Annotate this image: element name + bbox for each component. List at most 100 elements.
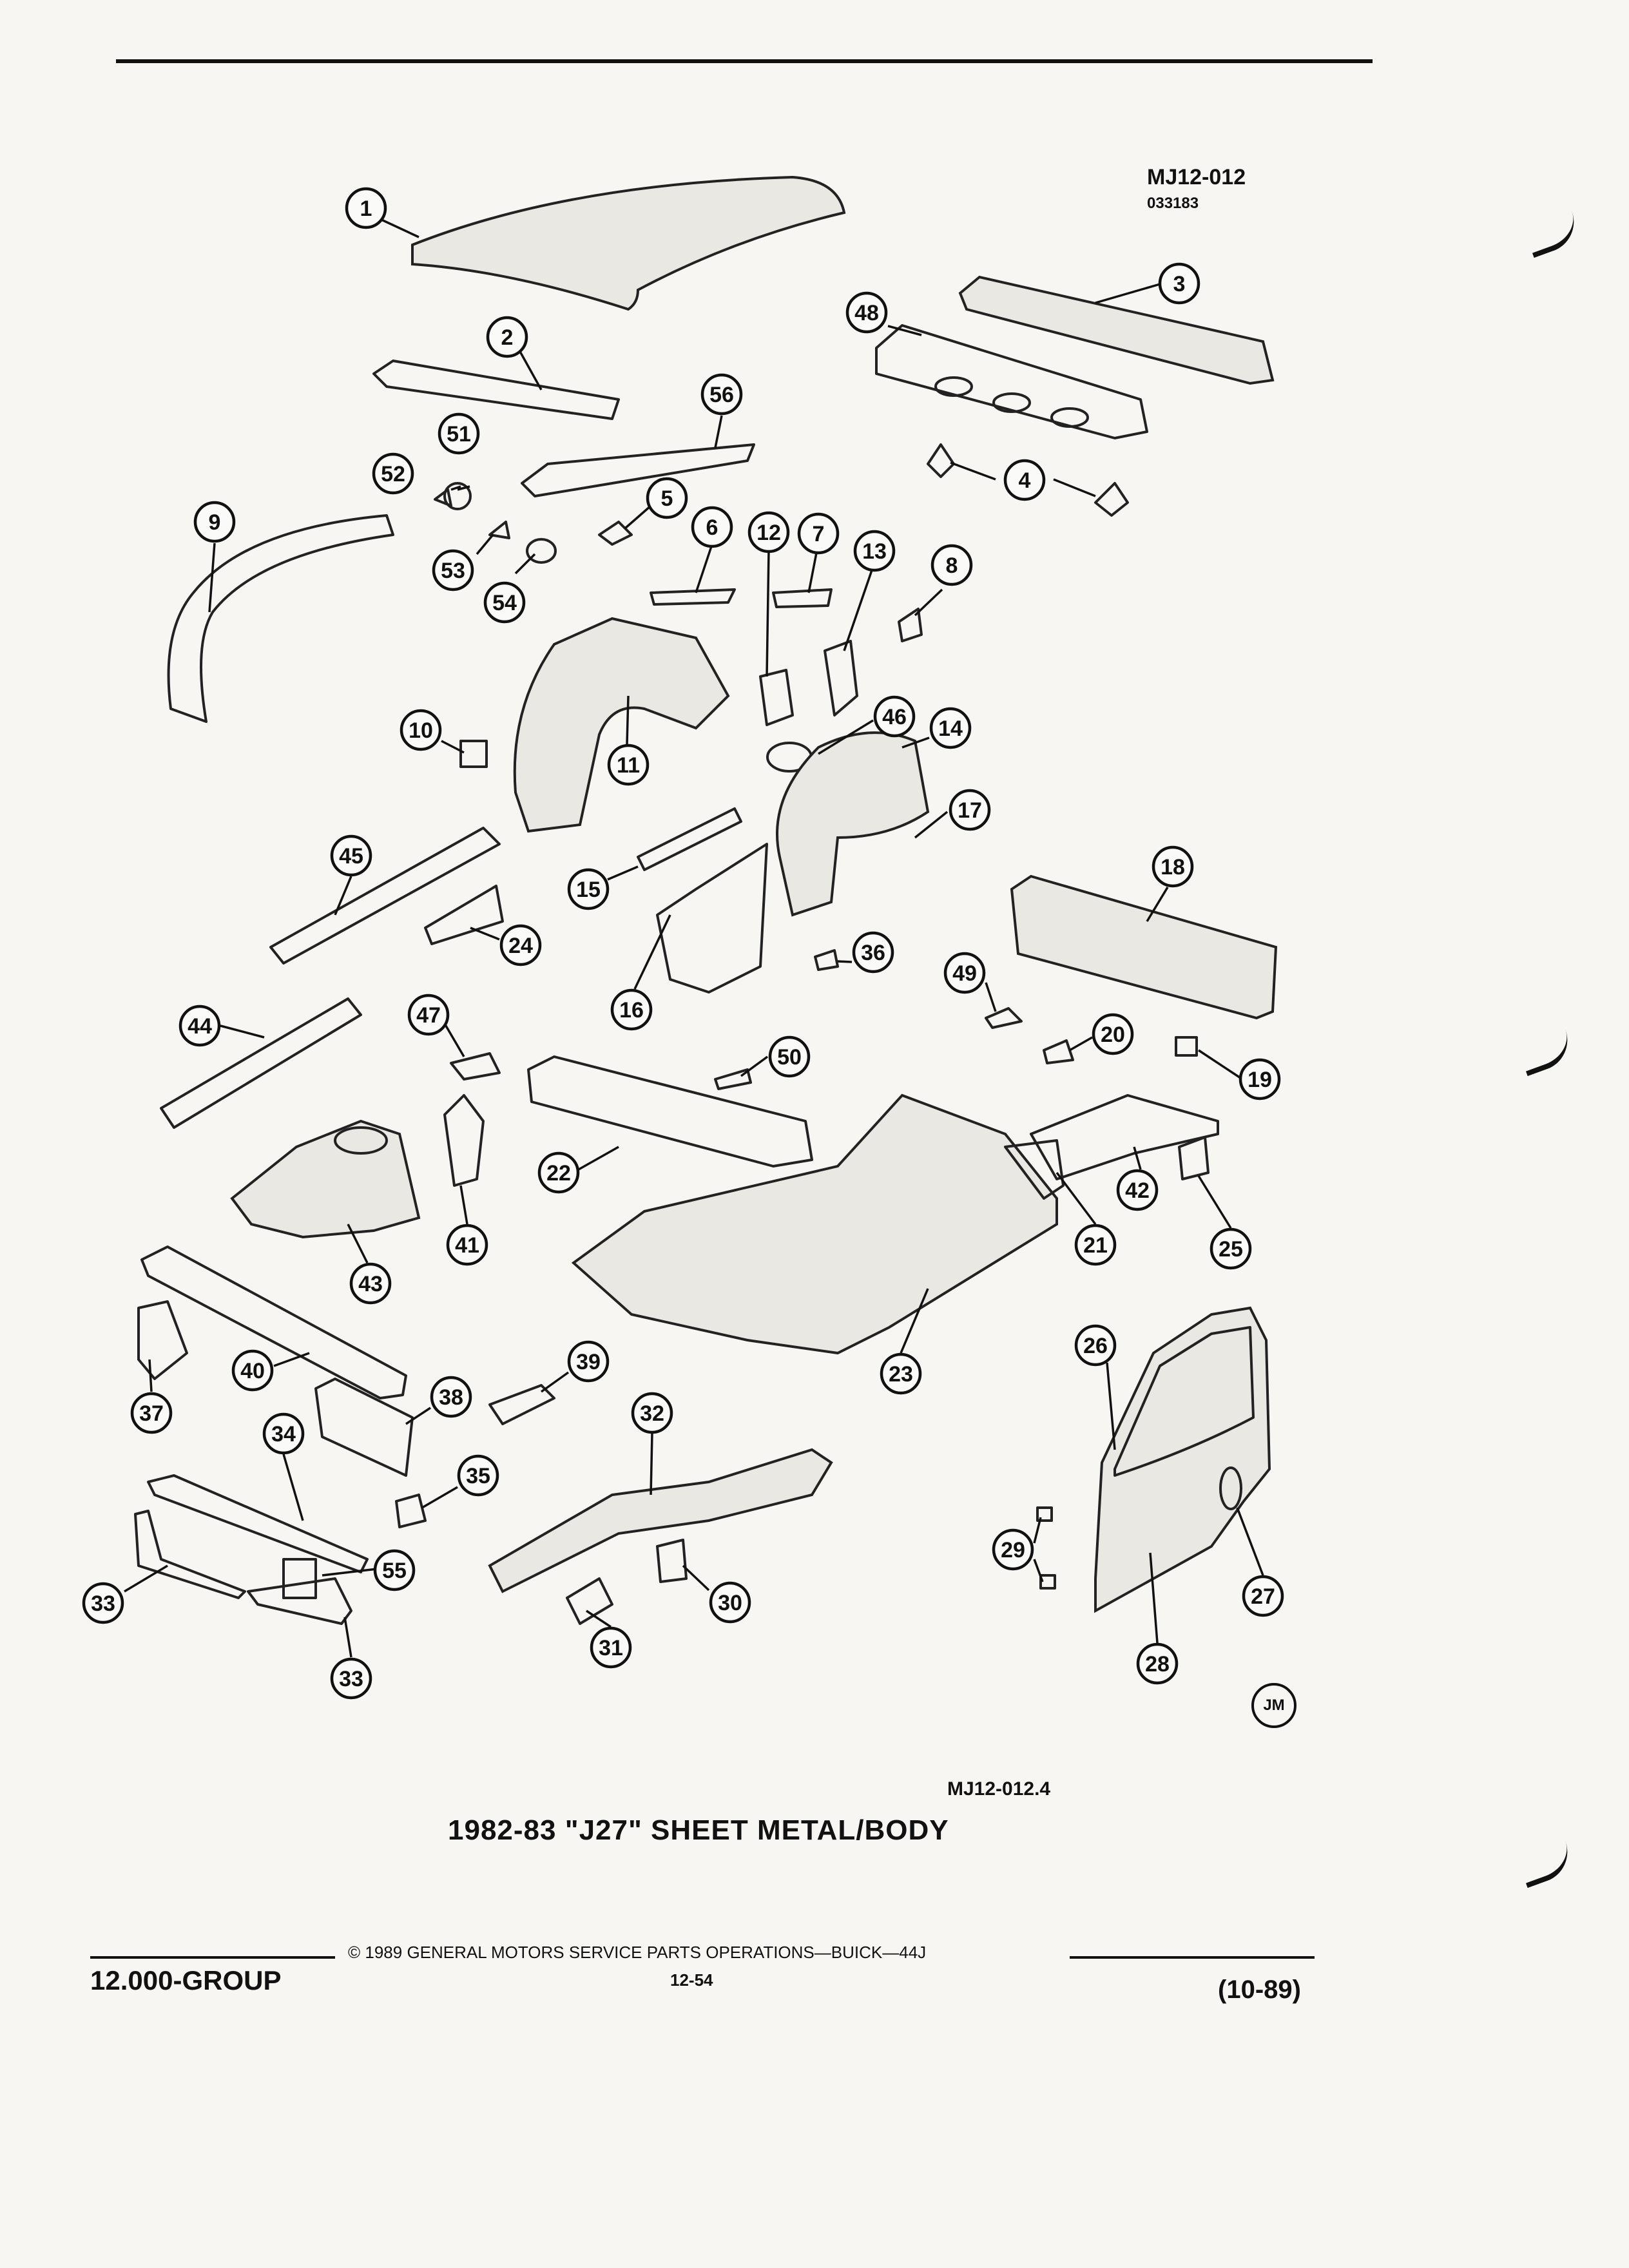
callout-55: 55: [373, 1549, 416, 1591]
callout-label: 36: [861, 941, 885, 965]
callout-label: 17: [958, 798, 982, 823]
part-33-bumper-support-left: [134, 1510, 246, 1599]
callout-37: 37: [130, 1392, 173, 1434]
figure-caption: 1982-83 "J27" SHEET METAL/BODY: [448, 1814, 949, 1846]
callout-3: 3: [1158, 262, 1200, 305]
part-13-bracket: [824, 640, 858, 716]
callout-2: 2: [486, 316, 528, 358]
callout-11: 11: [607, 744, 650, 786]
top-rule: [116, 59, 1373, 63]
callout-label: 33: [91, 1591, 115, 1616]
part-14-17-wheelhouse: [776, 731, 930, 917]
callout-label: 5: [661, 486, 673, 511]
callout-label: 12: [757, 521, 781, 545]
callouts: 1 2 3 4 5 6 7 8 9 10 11 12 13 14 15 16 1…: [82, 187, 1284, 1700]
callout-label: 27: [1251, 1584, 1275, 1609]
callout-label: 26: [1083, 1334, 1108, 1358]
callout-52: 52: [372, 452, 414, 495]
footer-group: 12.000-GROUP: [90, 1965, 282, 1995]
callout-43: 43: [349, 1262, 392, 1305]
callout-label: 21: [1083, 1233, 1108, 1258]
callout-20: 20: [1092, 1013, 1134, 1055]
part-26-28-door: [1094, 1306, 1271, 1613]
callout-13: 13: [853, 530, 896, 572]
part-4-deck-hinge-left: [927, 443, 955, 478]
part-20-bracket: [1043, 1039, 1074, 1064]
figure-subcode-header: 033183: [1147, 195, 1199, 212]
callout-label: 34: [271, 1422, 296, 1446]
part-36-bracket: [814, 949, 839, 971]
callout-label: 35: [466, 1464, 490, 1488]
callout-54: 54: [483, 581, 526, 624]
callout-28: 28: [1136, 1642, 1179, 1685]
callout-label: 41: [455, 1233, 479, 1258]
footer-rule-right: [1070, 1956, 1315, 1959]
callout-label: 7: [813, 522, 825, 546]
part-31-bracket: [566, 1577, 613, 1625]
callout-label: 28: [1145, 1652, 1170, 1677]
callout-18: 18: [1152, 845, 1194, 888]
callout-label: 52: [381, 462, 405, 486]
callout-label: 47: [416, 1003, 441, 1028]
callout-25: 25: [1210, 1227, 1252, 1270]
callout-39: 39: [567, 1340, 610, 1383]
callout-label: 53: [441, 559, 465, 583]
callout-label: 8: [946, 553, 958, 578]
callout-label: 33: [339, 1667, 363, 1691]
callout-label: 45: [339, 844, 363, 869]
callout-label: 20: [1101, 1023, 1125, 1047]
part-16-inner-panel: [656, 843, 768, 994]
callout-8: 8: [930, 544, 973, 586]
part-10-bracket: [459, 740, 488, 768]
callout-30: 30: [709, 1581, 751, 1624]
part-2-roof-bow: [372, 360, 620, 420]
callout-53: 53: [432, 549, 474, 591]
callout-label: 39: [576, 1350, 601, 1374]
callout-56: 56: [700, 373, 743, 416]
part-29-clip-upper: [1036, 1506, 1053, 1522]
part-49-bracket: [985, 1007, 1023, 1029]
callout-21: 21: [1074, 1224, 1117, 1266]
callout-34: 34: [262, 1412, 305, 1455]
callout-17: 17: [949, 789, 991, 831]
callout-label: 56: [709, 383, 734, 407]
callout-16: 16: [610, 988, 653, 1031]
part-54-plug: [526, 538, 557, 564]
callout-7: 7: [797, 512, 840, 555]
part-52-clip: [434, 488, 452, 507]
part-8-bracket: [898, 608, 923, 642]
callout-label: 3: [1173, 272, 1186, 296]
part-38-bracket: [314, 1378, 414, 1477]
callout-label: 13: [862, 539, 887, 564]
callout-45: 45: [330, 834, 372, 877]
callout-22: 22: [537, 1151, 580, 1194]
part-23-floor-pan: [571, 1093, 1058, 1355]
part-45-rocker-inner: [269, 827, 501, 965]
callout-label: 19: [1248, 1068, 1272, 1092]
figure-code-header: MJ12-012: [1147, 165, 1246, 189]
part-55-bracket: [282, 1558, 317, 1599]
part-48-hole: [934, 376, 973, 397]
footer-date: (10-89): [1218, 1975, 1301, 2004]
callout-label: 11: [617, 753, 640, 778]
callout-label: 50: [777, 1045, 802, 1070]
part-48-hole: [1050, 407, 1089, 428]
footer-rule-left: [90, 1956, 335, 1959]
callout-1: 1: [345, 187, 387, 229]
callout-4: 4: [1003, 459, 1046, 501]
callout-label: 42: [1125, 1178, 1150, 1203]
jm-logo: JM: [1251, 1683, 1296, 1728]
callout-label: 31: [599, 1636, 623, 1660]
callout-50: 50: [768, 1035, 811, 1078]
callout-49: 49: [943, 952, 986, 994]
callout-label: 14: [938, 716, 963, 741]
part-43-strut-tower: [334, 1126, 388, 1155]
callout-40: 40: [231, 1349, 274, 1392]
part-50-bracket: [714, 1068, 752, 1090]
part-26-door-window-frame: [1113, 1326, 1255, 1477]
callout-15: 15: [567, 868, 610, 910]
part-39-grille-piece: [488, 1384, 555, 1425]
callout-38: 38: [430, 1376, 472, 1418]
part-24-reinforcement: [424, 885, 504, 945]
